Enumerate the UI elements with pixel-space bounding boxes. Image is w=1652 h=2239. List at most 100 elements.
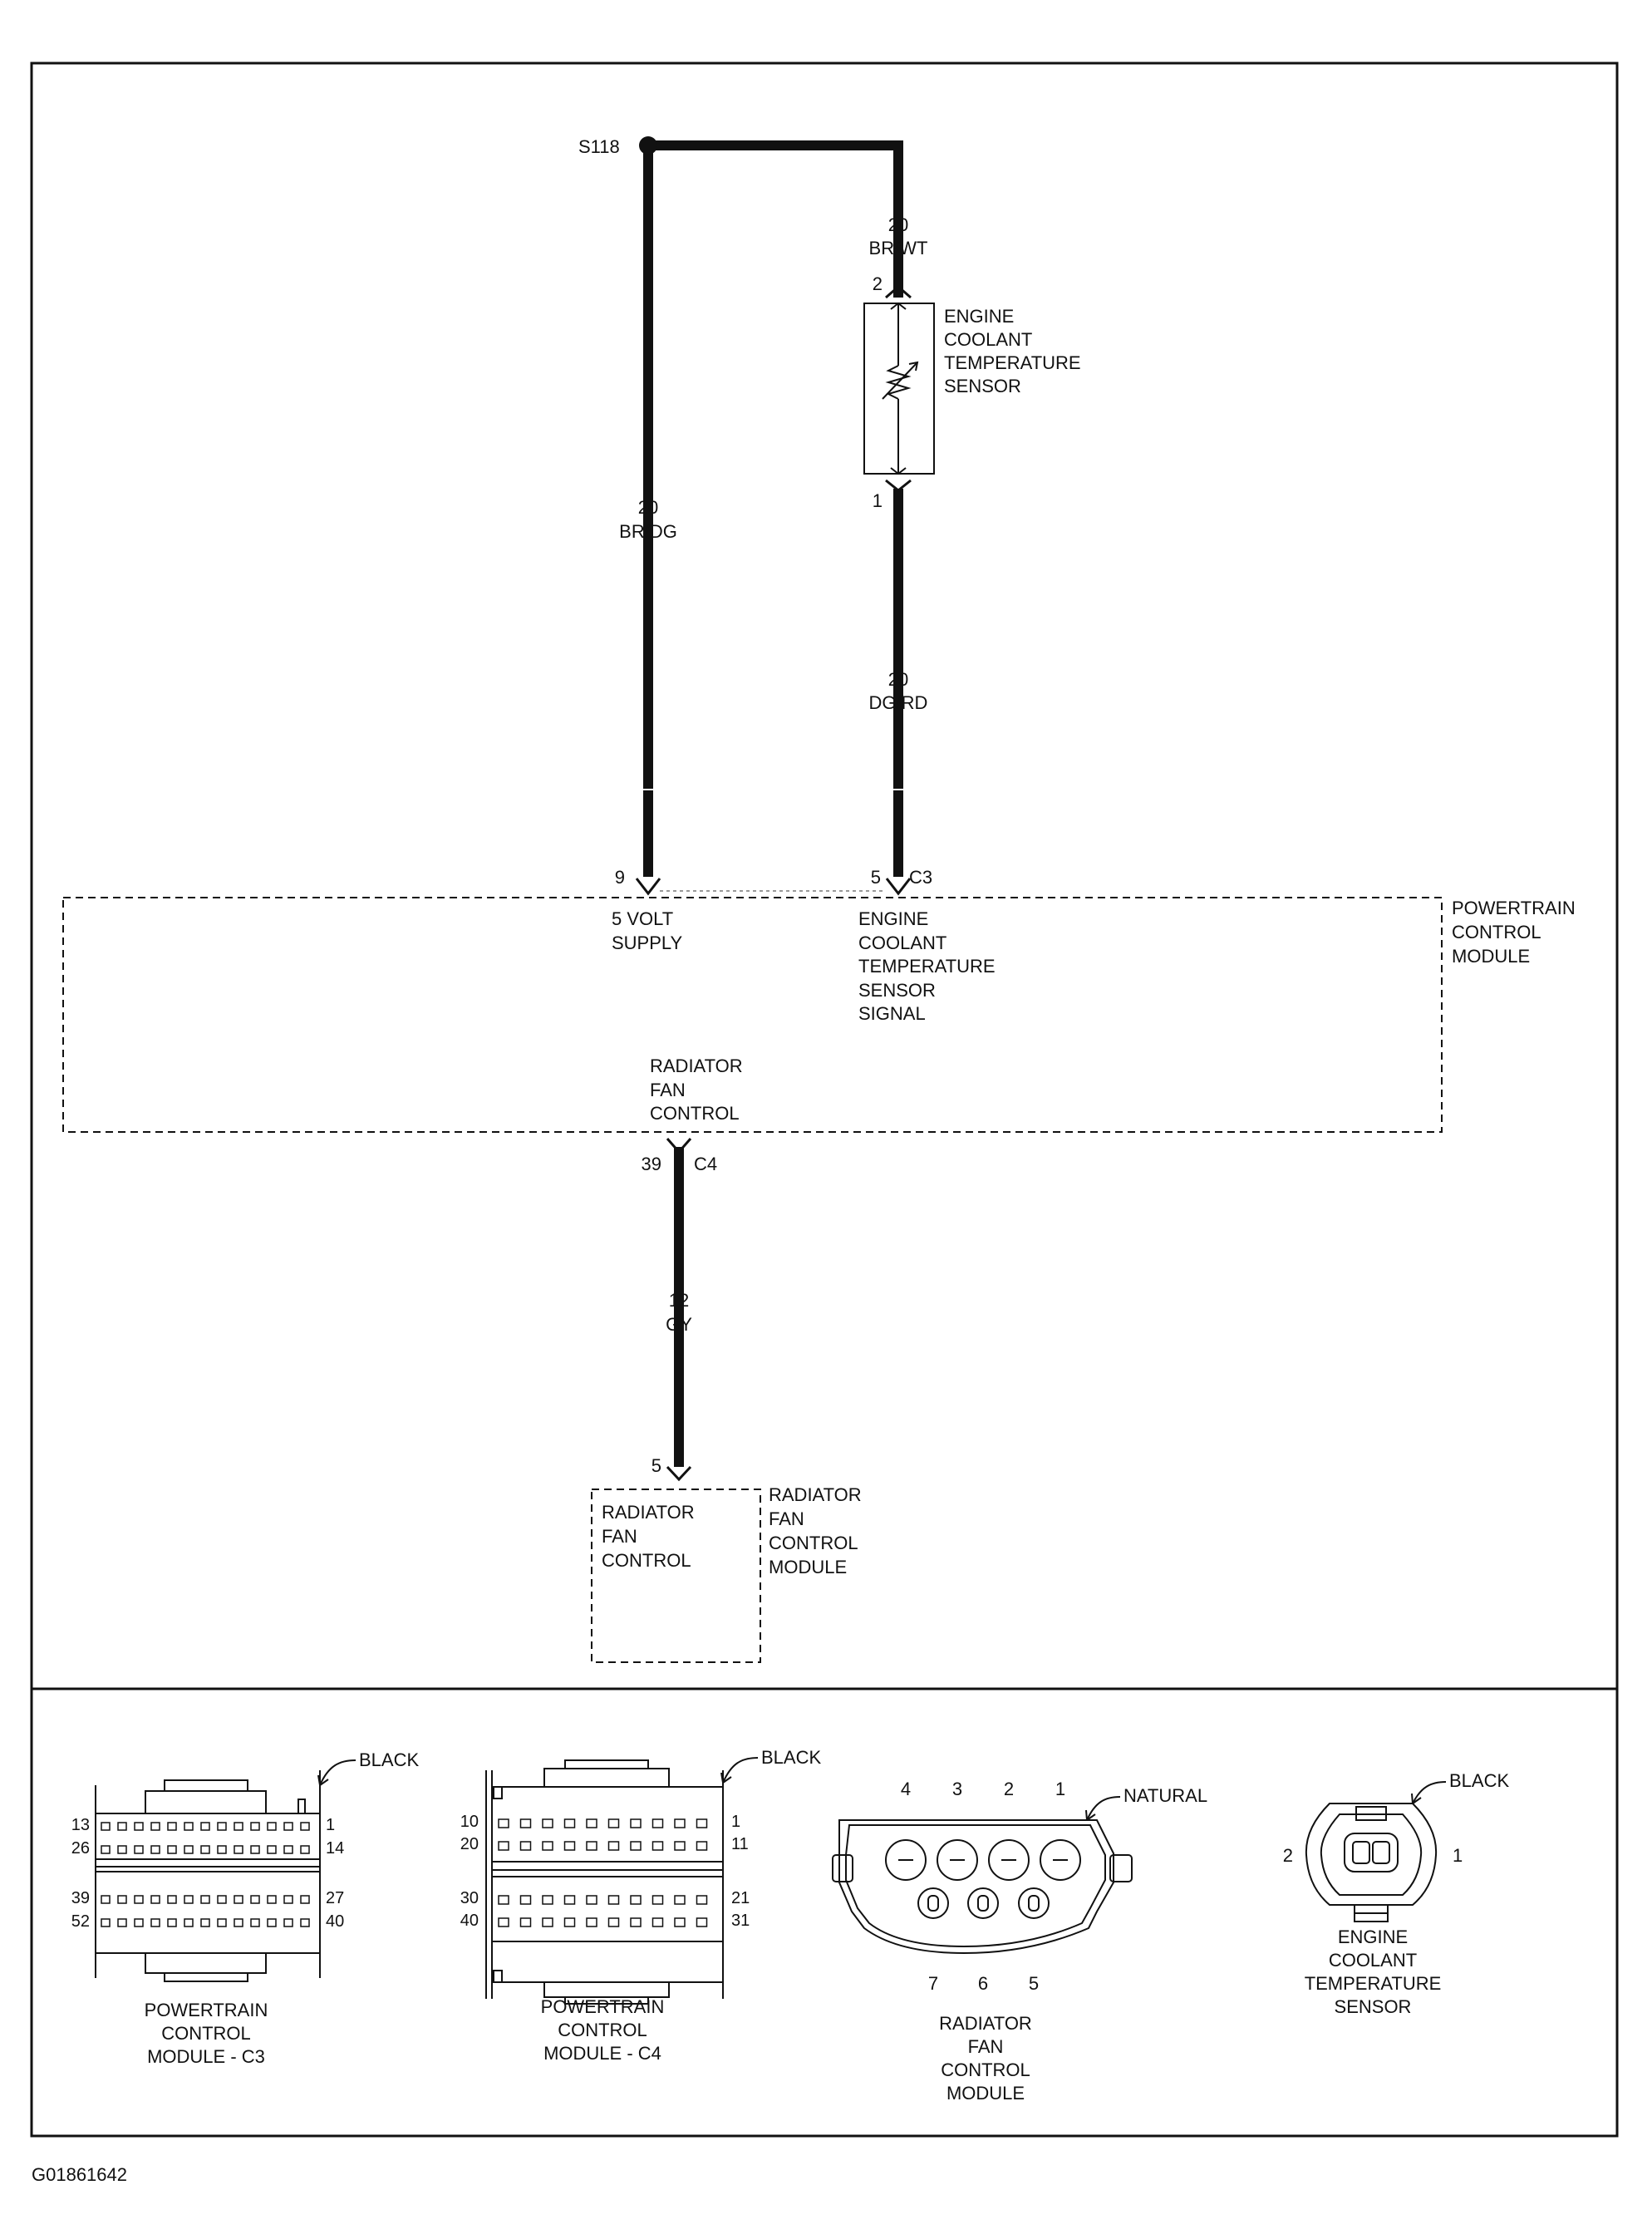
connector-cavity xyxy=(519,1895,532,1905)
pcm-name: POWERTRAIN CONTROL MODULE xyxy=(1452,898,1576,967)
connector-cavity xyxy=(885,1839,927,1881)
c3-caption-line: MODULE - C3 xyxy=(147,2046,265,2067)
rfcm-pin-top: 1 xyxy=(1055,1779,1065,1799)
connector-cavity xyxy=(630,1917,642,1927)
connector-cavity xyxy=(184,1845,194,1854)
connector-cavity xyxy=(250,1822,260,1831)
connector-cavity xyxy=(234,1845,243,1854)
connector-cavity xyxy=(586,1818,597,1828)
rfcm-color-arrow xyxy=(1085,1809,1096,1821)
c3-color-arrow xyxy=(317,1774,329,1786)
c3-row-label-right: 14 xyxy=(326,1839,344,1858)
connector-c3 xyxy=(95,1770,321,1982)
connector-cavity xyxy=(674,1818,686,1828)
connector-cavity xyxy=(1040,1839,1081,1881)
ects-color-label: BLACK xyxy=(1449,1770,1509,1791)
connector-cavity xyxy=(630,1841,642,1851)
connector-cavity xyxy=(630,1895,642,1905)
rfcm-caption-line: MODULE xyxy=(946,2083,1025,2104)
connector-cavity xyxy=(696,1818,708,1828)
connector-cavity xyxy=(607,1895,620,1905)
connector-cavity xyxy=(498,1841,509,1851)
connector-cavity xyxy=(498,1895,509,1905)
c3-row-label-left: 52 xyxy=(71,1912,90,1931)
connector-cavity xyxy=(283,1845,293,1854)
rfcm-pin-in xyxy=(666,1465,692,1482)
pcm-fan-line: RADIATOR xyxy=(650,1056,743,1076)
connector-cavity xyxy=(542,1818,553,1828)
rfcm-name-line: RADIATOR xyxy=(769,1484,862,1505)
ects-caption-line: TEMPERATURE xyxy=(1305,1973,1442,1994)
sensor-name: ENGINE COOLANT TEMPERATURE SENSOR xyxy=(944,306,1081,396)
connector-cavity xyxy=(651,1841,664,1851)
connector-cavity xyxy=(300,1822,310,1831)
pcm-supply-label: 5 VOLT SUPPLY xyxy=(612,908,683,953)
connector-cavity xyxy=(134,1918,144,1927)
connector-cavity xyxy=(300,1845,310,1854)
c3-row-label-right: 27 xyxy=(326,1889,344,1907)
rfcm-box xyxy=(591,1489,761,1663)
sensor-pin-bottom: 1 xyxy=(873,490,883,511)
connector-cavity xyxy=(563,1818,576,1828)
connector-cavity xyxy=(563,1841,576,1851)
pcm-signal-line: ENGINE xyxy=(858,908,928,929)
rfcm-color-leader xyxy=(1086,1796,1121,1821)
c4-color-arrow xyxy=(720,1772,732,1784)
connector-cavity xyxy=(519,1917,532,1927)
rfcm-pin-top: 3 xyxy=(952,1779,962,1799)
connector-cavity xyxy=(217,1845,227,1854)
connector-rfcm xyxy=(832,1819,1133,1955)
rfcm-inner-line: RADIATOR xyxy=(602,1502,695,1523)
c4-caption-line: CONTROL xyxy=(558,2020,647,2040)
wire-supply-color: BR/DG xyxy=(619,521,677,542)
connector-cavity xyxy=(696,1895,708,1905)
connector-cavity xyxy=(586,1895,597,1905)
connector-cavity-mark xyxy=(927,1895,939,1912)
connector-cavity xyxy=(250,1918,260,1927)
connector-c4 xyxy=(485,1759,724,2005)
connector-cavity xyxy=(300,1918,310,1927)
connector-cavity xyxy=(937,1839,978,1881)
wire-signal-color: DG/RD xyxy=(869,692,928,713)
rfcm-pin-top: 4 xyxy=(901,1779,911,1799)
connector-cavity xyxy=(988,1839,1030,1881)
connector-cavity xyxy=(234,1918,243,1927)
connector-cavity xyxy=(651,1917,664,1927)
ects-color-leader xyxy=(1412,1781,1447,1804)
c3-row-label-left: 26 xyxy=(71,1839,90,1858)
connector-cavity xyxy=(607,1917,620,1927)
rfcm-name-line: MODULE xyxy=(769,1557,847,1577)
wire-sensor-feed-gauge: 20 xyxy=(888,214,908,235)
connector-cavity xyxy=(283,1918,293,1927)
connector-cavity xyxy=(117,1845,127,1854)
connector-cavity xyxy=(674,1841,686,1851)
connector-cavity xyxy=(283,1822,293,1831)
connector-cavity xyxy=(967,1887,999,1919)
connector-cavity xyxy=(519,1841,532,1851)
connector-cavity xyxy=(101,1822,111,1831)
connector-cavity xyxy=(134,1822,144,1831)
connector-cavity xyxy=(101,1918,111,1927)
connector-cavity xyxy=(267,1895,277,1904)
connector-cavity xyxy=(200,1845,210,1854)
connector-cavity xyxy=(267,1822,277,1831)
wire-sensor-feed-color: BR/WT xyxy=(869,238,928,258)
rfcm-inner-label: RADIATOR FAN CONTROL xyxy=(602,1502,695,1571)
ects-caption-line: COOLANT xyxy=(1329,1950,1417,1971)
c3-row-label-left: 39 xyxy=(71,1889,90,1907)
rfcm-caption-line: CONTROL xyxy=(941,2059,1030,2080)
wire-supply-gauge: 20 xyxy=(638,497,658,518)
sensor-name-line: COOLANT xyxy=(944,329,1032,350)
c4-caption-line: MODULE - C4 xyxy=(543,2043,661,2064)
c4-color-label: BLACK xyxy=(761,1747,821,1768)
connector-cavity xyxy=(674,1895,686,1905)
c3-row-label-left: 13 xyxy=(71,1816,90,1834)
pcm-pin-signal-number: 5 xyxy=(871,867,881,888)
connector-cavity xyxy=(498,1917,509,1927)
c4-row-label-left: 10 xyxy=(460,1813,479,1831)
pcm-supply-line: 5 VOLT xyxy=(612,908,673,929)
ects-pin-right: 1 xyxy=(1453,1845,1463,1866)
connector-cavity xyxy=(542,1841,553,1851)
c3-row-label-right: 1 xyxy=(326,1816,335,1834)
